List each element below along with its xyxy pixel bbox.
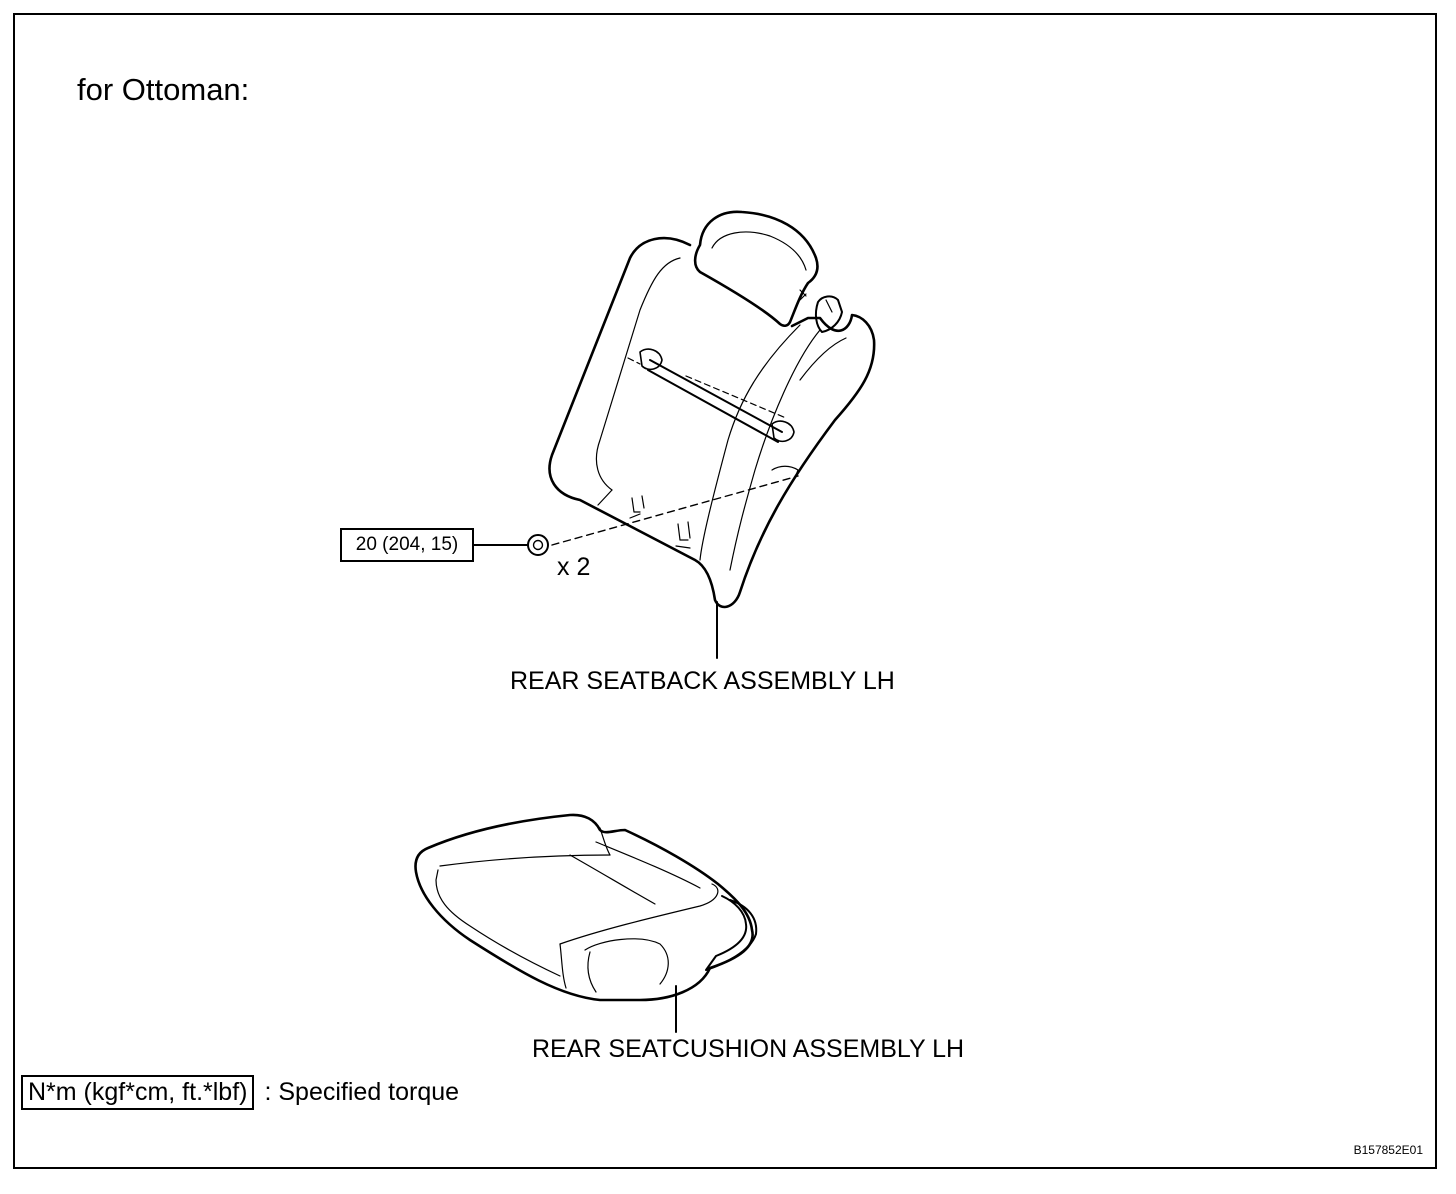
seatcushion-label: REAR SEATCUSHION ASSEMBLY LH xyxy=(532,1035,965,1063)
torque-legend: N*m (kgf*cm, ft.*lbf) : Specified torque xyxy=(21,1075,459,1110)
seatback-drawing xyxy=(473,210,876,659)
legend-description: : Specified torque xyxy=(264,1078,460,1106)
legend-units-box: N*m (kgf*cm, ft.*lbf) xyxy=(21,1075,255,1110)
fastener-quantity: x 2 xyxy=(557,553,591,581)
torque-spec-box: 20 (204, 15) xyxy=(340,528,474,562)
diagram-frame xyxy=(13,13,1437,1169)
seatcushion-drawing xyxy=(414,813,758,1033)
seatback-label: REAR SEATBACK ASSEMBLY LH xyxy=(510,667,895,695)
figure-id: B157852E01 xyxy=(1353,1143,1423,1157)
diagram-heading: for Ottoman: xyxy=(77,72,250,107)
